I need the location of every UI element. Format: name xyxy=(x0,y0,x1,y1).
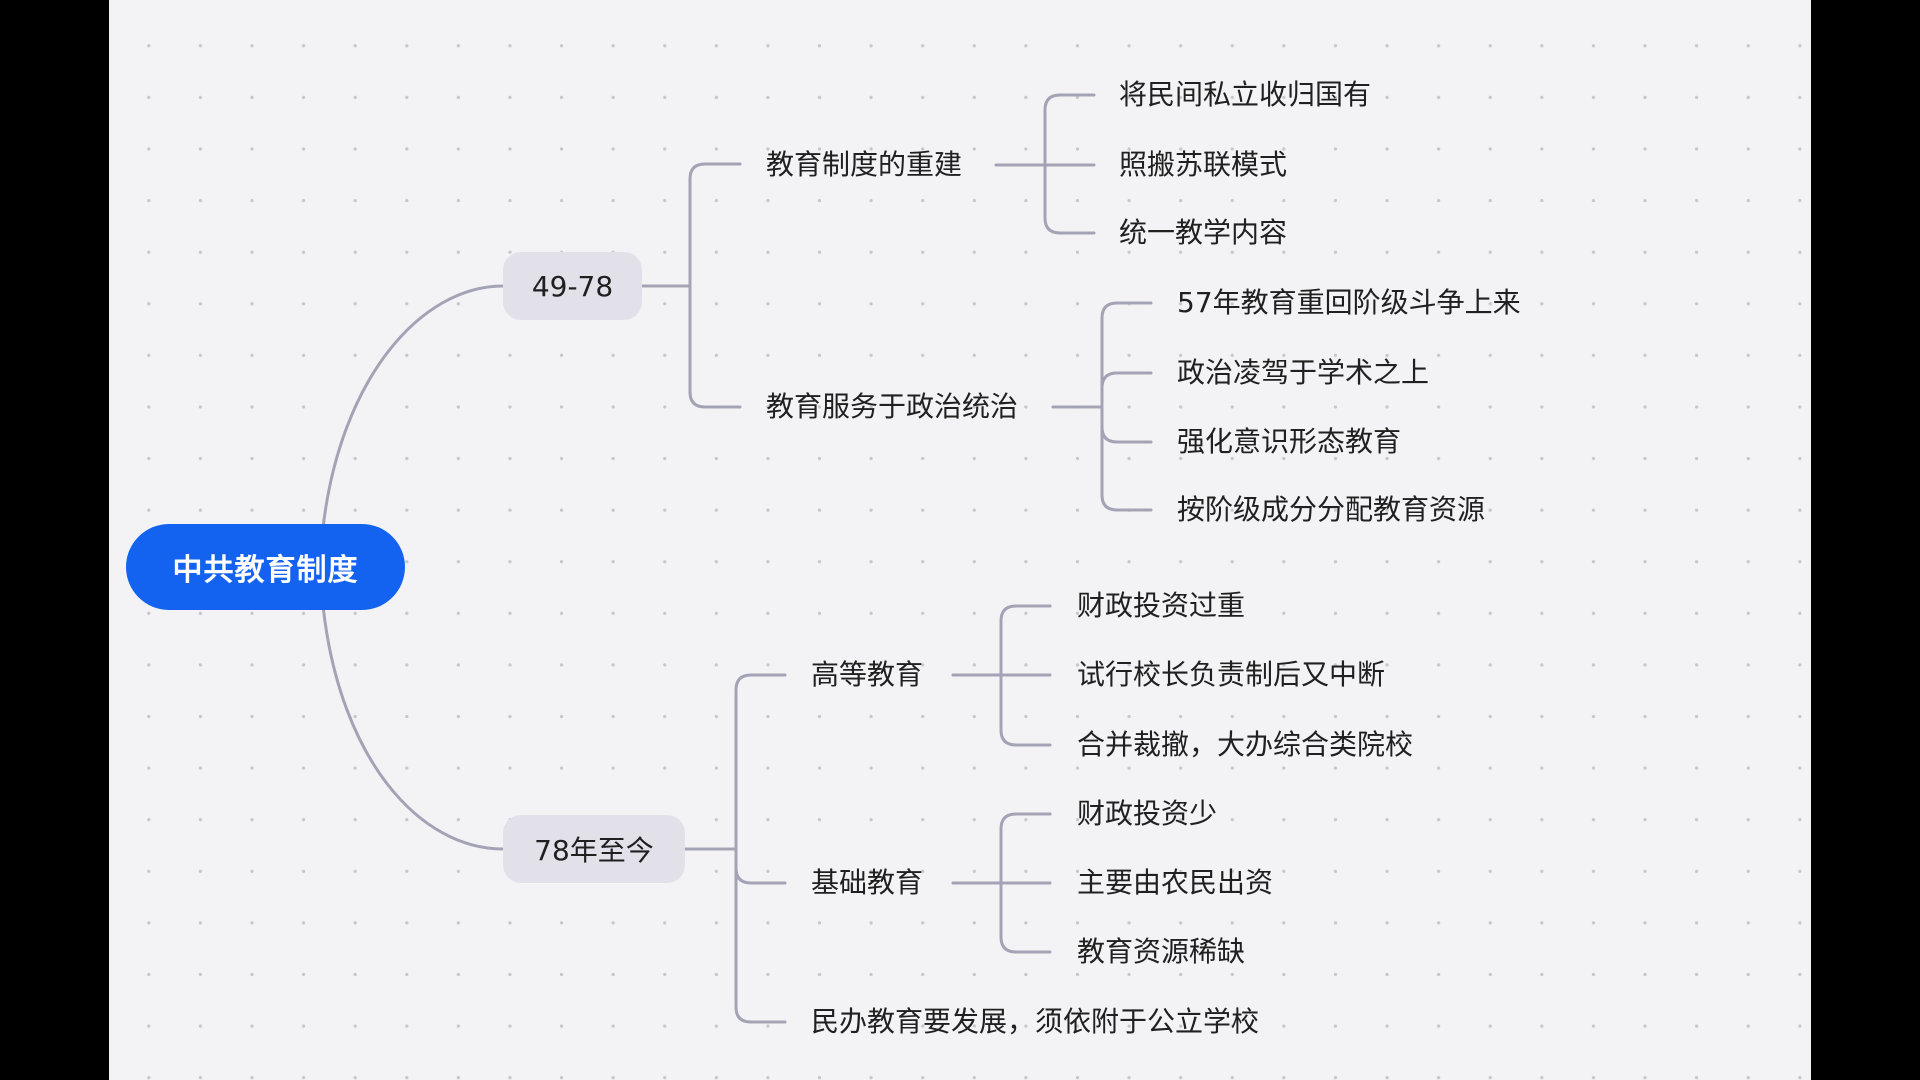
leaf-node[interactable]: 照搬苏联模式 xyxy=(1119,148,1288,181)
root-label: 中共教育制度 xyxy=(172,553,359,588)
connector-politics-mid1 xyxy=(1100,371,1153,390)
connector-78-now-mid xyxy=(734,866,787,885)
topic-node[interactable]: 教育制度的重建 xyxy=(766,148,963,181)
connector-root-to-49-78 xyxy=(321,284,505,530)
connector-politics-bracket xyxy=(1100,301,1153,512)
topic-node[interactable]: 高等教育 xyxy=(811,658,924,691)
leaf-node[interactable]: 强化意识形态教育 xyxy=(1177,425,1402,458)
leaf-node[interactable]: 财政投资少 xyxy=(1077,797,1218,830)
connector-politics-mid2 xyxy=(1100,425,1153,444)
leaf-node[interactable]: 57年教育重回阶级斗争上来 xyxy=(1177,286,1521,319)
topic-node[interactable]: 教育服务于政治统治 xyxy=(766,390,1019,423)
leaf-node[interactable]: 按阶级成分分配教育资源 xyxy=(1177,493,1486,526)
connector-49-78-bracket xyxy=(688,162,742,409)
leaf-node[interactable]: 教育资源稀缺 xyxy=(1077,935,1246,968)
leaf-node[interactable]: 政治凌驾于学术之上 xyxy=(1177,356,1430,389)
leaf-node[interactable]: 财政投资过重 xyxy=(1077,589,1246,622)
branch-label: 49-78 xyxy=(531,269,614,303)
connector-basic-bracket xyxy=(999,812,1052,954)
leaf-node[interactable]: 主要由农民出资 xyxy=(1077,866,1274,899)
branch-label: 78年至今 xyxy=(534,834,654,867)
root-node[interactable]: 中共教育制度 xyxy=(126,524,405,610)
connector-rebuild-bracket xyxy=(1043,93,1096,235)
branch-node-78-now[interactable]: 78年至今 xyxy=(503,815,685,883)
leaf-node[interactable]: 将民间私立收归国有 xyxy=(1119,78,1372,111)
leaf-node[interactable]: 试行校长负责制后又中断 xyxy=(1077,658,1386,691)
topic-node[interactable]: 基础教育 xyxy=(811,866,924,899)
connector-root-to-78-now xyxy=(321,604,505,851)
connector-78-now-bracket xyxy=(734,673,787,1024)
topic-node[interactable]: 民办教育要发展，须依附于公立学校 xyxy=(811,1005,1260,1038)
mindmap-canvas[interactable] xyxy=(109,0,1811,1080)
leaf-node[interactable]: 合并裁撤，大办综合类院校 xyxy=(1077,728,1414,761)
leaf-node[interactable]: 统一教学内容 xyxy=(1119,216,1288,249)
branch-node-49-78[interactable]: 49-78 xyxy=(503,252,642,320)
connector-higher-bracket xyxy=(999,604,1052,747)
